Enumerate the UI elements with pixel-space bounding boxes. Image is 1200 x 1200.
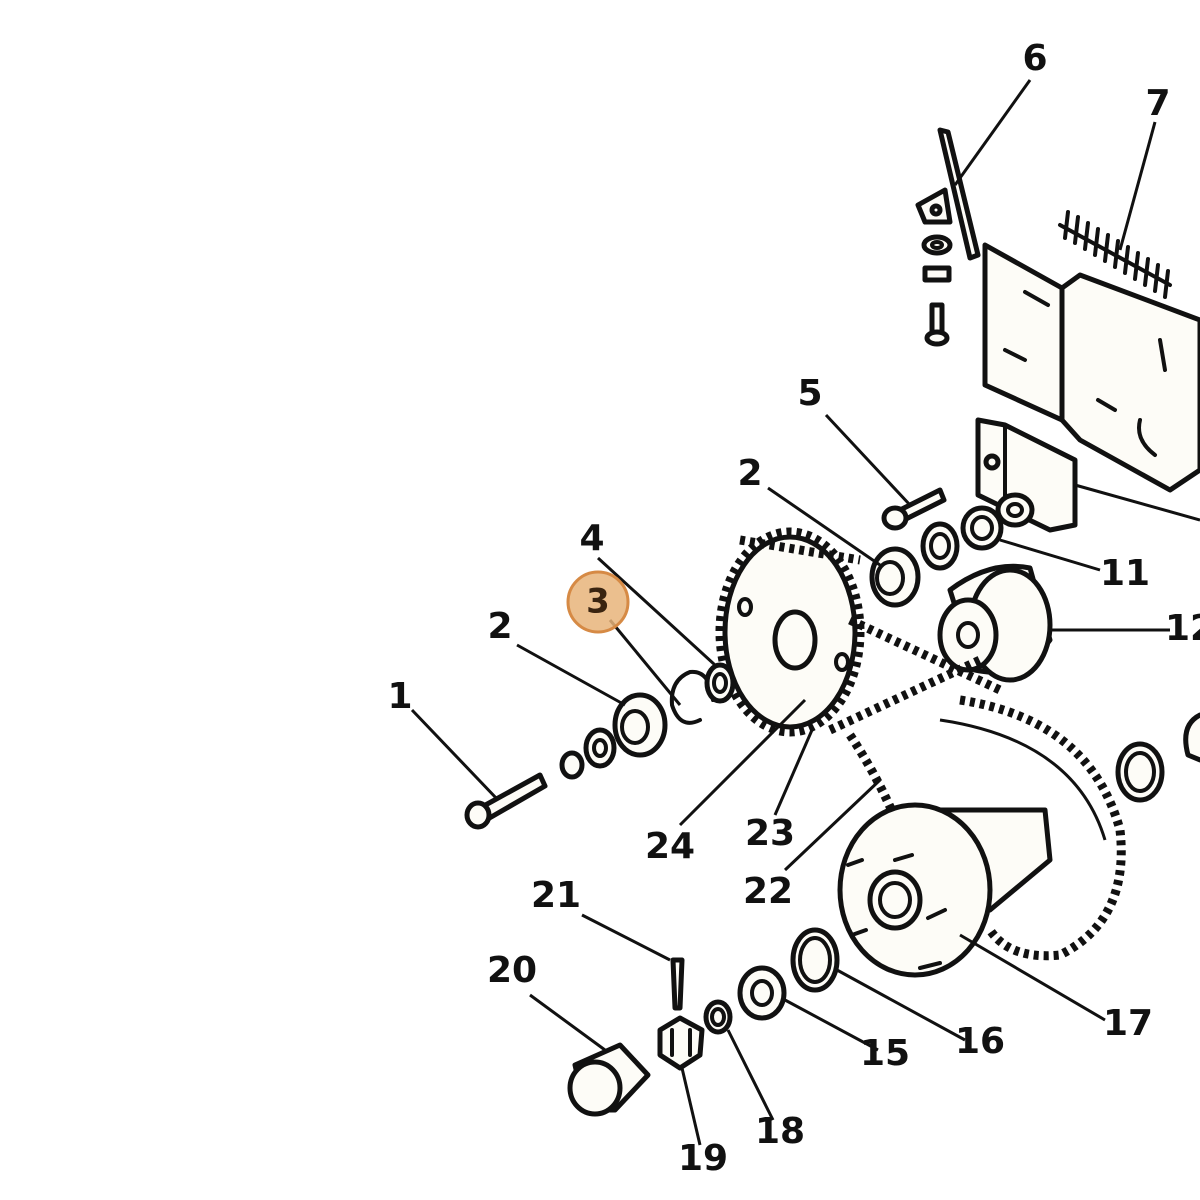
idler-block bbox=[975, 417, 1078, 533]
callout-17: 17 bbox=[1103, 1003, 1153, 1044]
callout-labels: 1 2 4 5 2 6 7 11 12 24 23 22 17 16 15 18… bbox=[387, 38, 1200, 1179]
bearing-upper bbox=[869, 505, 1004, 608]
callout-12: 12 bbox=[1165, 608, 1200, 649]
callout-11: 11 bbox=[1100, 553, 1150, 594]
bolt-1 bbox=[464, 772, 548, 830]
drum-12 bbox=[937, 563, 1053, 683]
sprocket-24 bbox=[715, 527, 865, 737]
callout-22: 22 bbox=[743, 871, 793, 912]
hub-cap-20 bbox=[567, 1042, 651, 1117]
washer-nut-bolt bbox=[921, 234, 953, 347]
lever-arm bbox=[915, 127, 981, 261]
callout-1: 1 bbox=[387, 676, 412, 717]
callout-5: 5 bbox=[797, 373, 822, 414]
spring bbox=[1058, 210, 1172, 299]
callout-3: 3 bbox=[586, 582, 610, 622]
callout-20: 20 bbox=[487, 950, 537, 991]
callout-16: 16 bbox=[955, 1021, 1005, 1062]
callout-7: 7 bbox=[1145, 83, 1170, 124]
castle-nut-19 bbox=[657, 1015, 705, 1071]
washer-18 bbox=[703, 999, 733, 1035]
bolt-5 bbox=[881, 487, 947, 531]
mounting-bracket bbox=[982, 242, 1200, 493]
callout-4: 4 bbox=[579, 518, 604, 559]
seal-16 bbox=[790, 927, 840, 993]
right-edge-parts bbox=[1115, 712, 1200, 803]
callout-18: 18 bbox=[755, 1111, 805, 1152]
callout-6: 6 bbox=[1022, 38, 1047, 79]
highlighted-callout-3[interactable]: 3 bbox=[566, 570, 630, 634]
callout-23: 23 bbox=[745, 813, 795, 854]
ring-4 bbox=[704, 662, 736, 704]
bearing-15 bbox=[737, 965, 787, 1021]
bearing-2-left bbox=[612, 692, 668, 758]
cotter-pin-21 bbox=[670, 957, 685, 1011]
highlight-marker bbox=[566, 570, 630, 634]
callout-24: 24 bbox=[645, 826, 695, 867]
leader-lines bbox=[410, 79, 1200, 1146]
callout-21: 21 bbox=[531, 875, 581, 916]
hub-17 bbox=[837, 802, 1053, 978]
callout-19: 19 bbox=[678, 1138, 728, 1179]
callout-15: 15 bbox=[860, 1033, 910, 1074]
callout-2-upper: 2 bbox=[737, 453, 762, 494]
callout-2-left: 2 bbox=[487, 606, 512, 647]
washer-stack bbox=[559, 727, 617, 780]
